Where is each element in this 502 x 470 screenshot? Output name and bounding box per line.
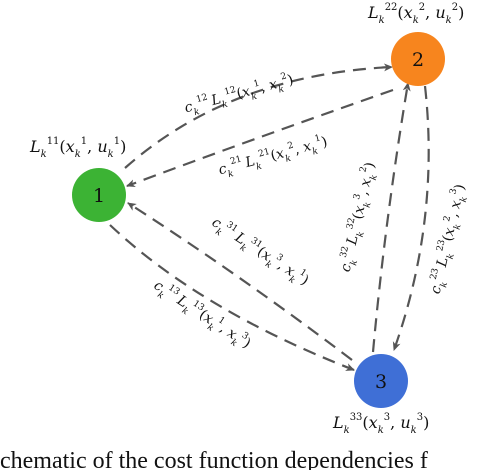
- edge-label-3-1: ck31Lk31(xk3, xk1): [207, 213, 313, 292]
- figure-caption: chematic of the cost function dependenci…: [0, 448, 428, 470]
- node-3-label: 3: [375, 371, 387, 393]
- node-3-cost-label: Lk33(xk3, uk3): [332, 412, 429, 436]
- node-2-circle: [391, 32, 445, 86]
- edge-3-to-2: [371, 82, 411, 353]
- node-3: 3: [354, 354, 408, 408]
- edge-label-2-3: ck23Lk23(xk2, xk3): [426, 182, 473, 296]
- node-1: 1: [72, 168, 126, 222]
- edge-label-1-2: ck12Lk12(xk1, xk2): [182, 70, 296, 120]
- node-1-cost-label: Lk11(xk1, uk1): [29, 136, 126, 160]
- edge-label-3-2: ck32Lk32(xk3, xk2): [336, 160, 383, 274]
- edge-3-to-1: [127, 202, 353, 361]
- node-2-label: 2: [412, 49, 424, 71]
- node-1-label: 1: [93, 185, 105, 207]
- node-1-circle: [72, 168, 126, 222]
- edge-2-to-3: [392, 85, 430, 351]
- edge-label-2-1: ck21Lk21(xk2, xk1): [216, 132, 330, 182]
- node-2-cost-label: Lk22(xk2, uk2): [367, 2, 464, 26]
- node-3-circle: [354, 354, 408, 408]
- edge-label-1-3: ck13Lk13(xk1, xk3): [149, 276, 255, 355]
- node-2: 2: [391, 32, 445, 86]
- edge-1-to-3: [109, 224, 355, 372]
